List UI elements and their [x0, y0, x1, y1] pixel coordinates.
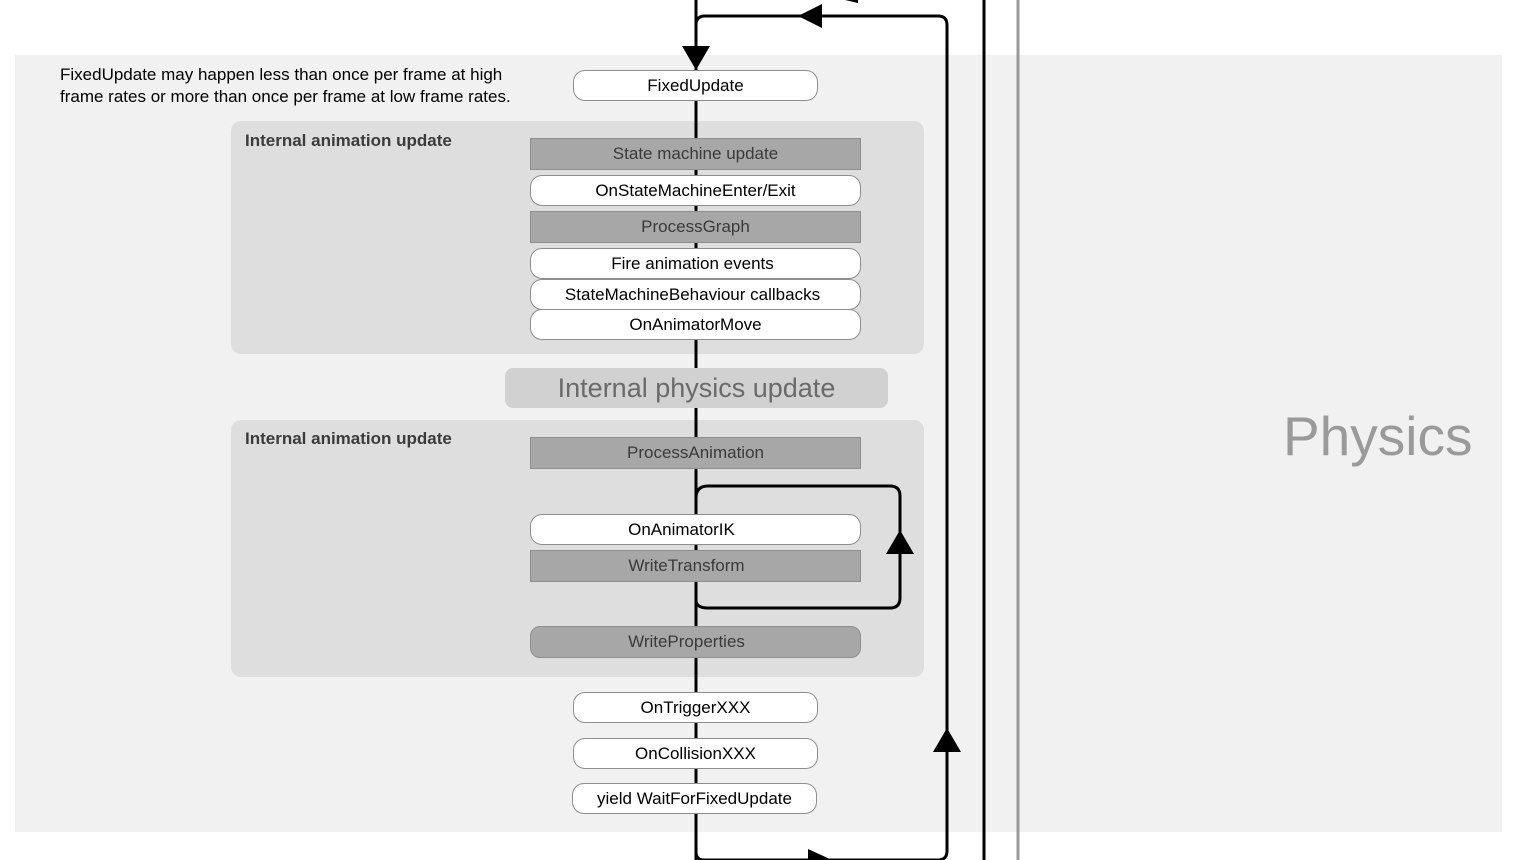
note-line-1: FixedUpdate may happen less than once pe…	[60, 65, 503, 84]
on-trigger-xxx-node: OnTriggerXXX	[573, 692, 818, 723]
on-animator-move-node: OnAnimatorMove	[530, 309, 861, 340]
on-collision-xxx-node: OnCollisionXXX	[573, 738, 818, 769]
fixed-update-node: FixedUpdate	[573, 70, 818, 101]
arrow-left-top	[798, 4, 822, 28]
note-line-2: frame rates or more than once per frame …	[60, 87, 511, 106]
on-state-machine-enter-exit-node: OnStateMachineEnter/Exit	[530, 175, 861, 206]
arrow-up-loop	[933, 728, 961, 752]
state-machine-update-node: State machine update	[530, 138, 861, 170]
fixed-update-loop-line	[694, 14, 949, 860]
yield-wait-for-fixed-update-node: yield WaitForFixedUpdate	[572, 783, 817, 814]
physics-section-label: Physics	[1283, 405, 1473, 467]
on-animator-ik-node: OnAnimatorIK	[530, 514, 861, 545]
animation-update-group-1-title: Internal animation update	[245, 131, 452, 150]
write-properties-node: WriteProperties	[530, 626, 861, 658]
process-graph-node: ProcessGraph	[530, 211, 861, 243]
animation-update-group-2-title: Internal animation update	[245, 429, 452, 448]
write-transform-node: WriteTransform	[530, 550, 861, 582]
ik-loop-line	[694, 484, 902, 610]
arrow-partial-top	[845, 0, 858, 3]
fire-animation-events-node: Fire animation events	[530, 248, 861, 279]
arrow-right-bottom	[808, 849, 832, 860]
process-animation-node: ProcessAnimation	[530, 437, 861, 469]
arrow-up-ik-loop	[886, 530, 914, 554]
internal-physics-update-node: Internal physics update	[505, 368, 888, 408]
state-machine-behaviour-callbacks-node: StateMachineBehaviour callbacks	[530, 279, 861, 310]
fixed-update-note: FixedUpdate may happen less than once pe…	[60, 64, 511, 108]
arrow-down-fixedupdate	[682, 46, 710, 70]
